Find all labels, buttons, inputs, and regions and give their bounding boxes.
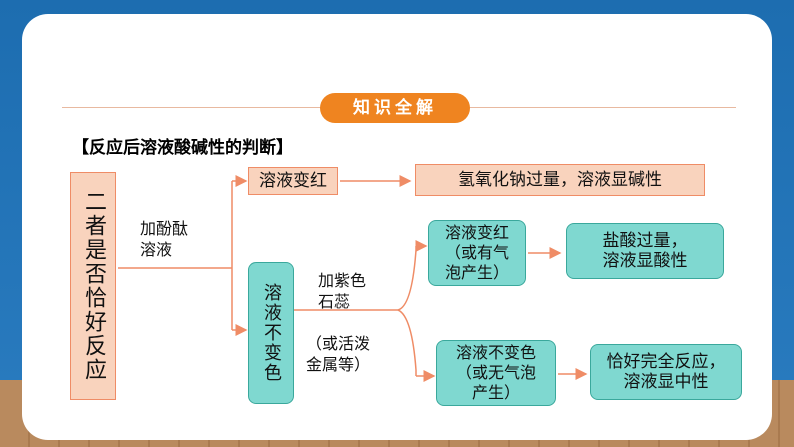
result-sub-red-box: 盐酸过量， 溶液显酸性 <box>566 223 724 279</box>
branch-red-box: 溶液变红 <box>248 167 338 195</box>
step2-label-a: 加紫色 石蕊 <box>318 271 367 311</box>
sub-unchanged-box: 溶液不变色 （或无气泡 产生） <box>436 340 556 406</box>
section-title: 【反应后溶液酸碱性的判断】 <box>72 138 293 158</box>
connector-fork-2 <box>397 246 417 376</box>
step1-label: 加酚酞 溶液 <box>140 219 189 259</box>
sub-red-box: 溶液变红 （或有气 泡产生） <box>428 220 526 286</box>
result-red-box: 氢氧化钠过量，溶液显碱性 <box>415 164 705 196</box>
branch-unchanged-box: 溶液不变色 <box>248 262 294 404</box>
section-banner: 知识全解 <box>320 93 470 123</box>
result-sub-unchanged-box: 恰好完全反应， 溶液显中性 <box>590 344 742 400</box>
root-question-box: 二者是否恰好反应 <box>70 172 116 400</box>
step2-label-b: （或活泼 金属等） <box>306 334 371 374</box>
